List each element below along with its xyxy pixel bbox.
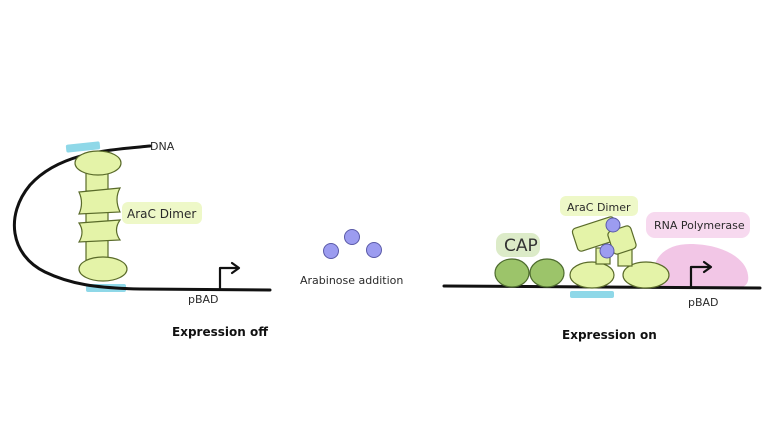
arac-dimer-label-right: AraC Dimer — [567, 201, 631, 214]
transcription-start-arrow-right — [689, 265, 712, 289]
arac-label-highlight-right — [560, 196, 638, 216]
transcription-arrowhead-left — [230, 261, 241, 275]
arabinose-molecule-3 — [366, 242, 382, 258]
transcription-start-arrow-left — [218, 266, 240, 290]
expression-on-label: Expression on — [562, 328, 657, 342]
transcription-arrowhead-right — [702, 260, 713, 274]
expression-on-panel: RNA Polymerase CAP AraC Dimer pBAD Expre… — [442, 196, 762, 342]
arac-dimer-label-left: AraC Dimer — [127, 207, 196, 221]
rna-polymerase-label: RNA Polymerase — [654, 219, 745, 232]
operator-site-top — [65, 141, 101, 153]
cap-subunit-1 — [494, 258, 530, 288]
dna-label: DNA — [150, 140, 175, 153]
pbad-label-right: pBAD — [688, 296, 719, 309]
arac-subunit-top — [74, 150, 122, 176]
arac-subunit-upper-mid — [78, 187, 122, 215]
arabinose-molecule-2 — [344, 229, 360, 245]
expression-off-label: Expression off — [172, 325, 268, 339]
arac-subunit-dna-right — [622, 261, 670, 289]
arabinose-bound-1 — [605, 217, 621, 233]
arac-label-highlight-left — [122, 202, 202, 224]
rna-polymerase-label-highlight — [646, 212, 750, 238]
cap-label-highlight — [496, 233, 540, 257]
arabinose-molecule-1 — [323, 243, 339, 259]
cap-label: CAP — [504, 236, 538, 256]
pbad-label-left: pBAD — [188, 293, 219, 306]
arac-linker-1 — [85, 172, 109, 192]
arac-subunit-lower-mid — [77, 219, 122, 243]
arac-subunit-bottom — [78, 256, 128, 282]
operator-site-right — [570, 291, 614, 298]
arac-subunit-dna-left — [569, 261, 615, 289]
arabinose-addition-label: Arabinose addition — [300, 274, 403, 287]
arabinose-addition-panel: Arabinose addition — [300, 229, 403, 287]
expression-off-panel: AraC Dimer DNA pBAD Expression off — [13, 140, 272, 339]
arabinose-bound-2 — [599, 243, 615, 259]
cap-subunit-2 — [529, 258, 565, 288]
